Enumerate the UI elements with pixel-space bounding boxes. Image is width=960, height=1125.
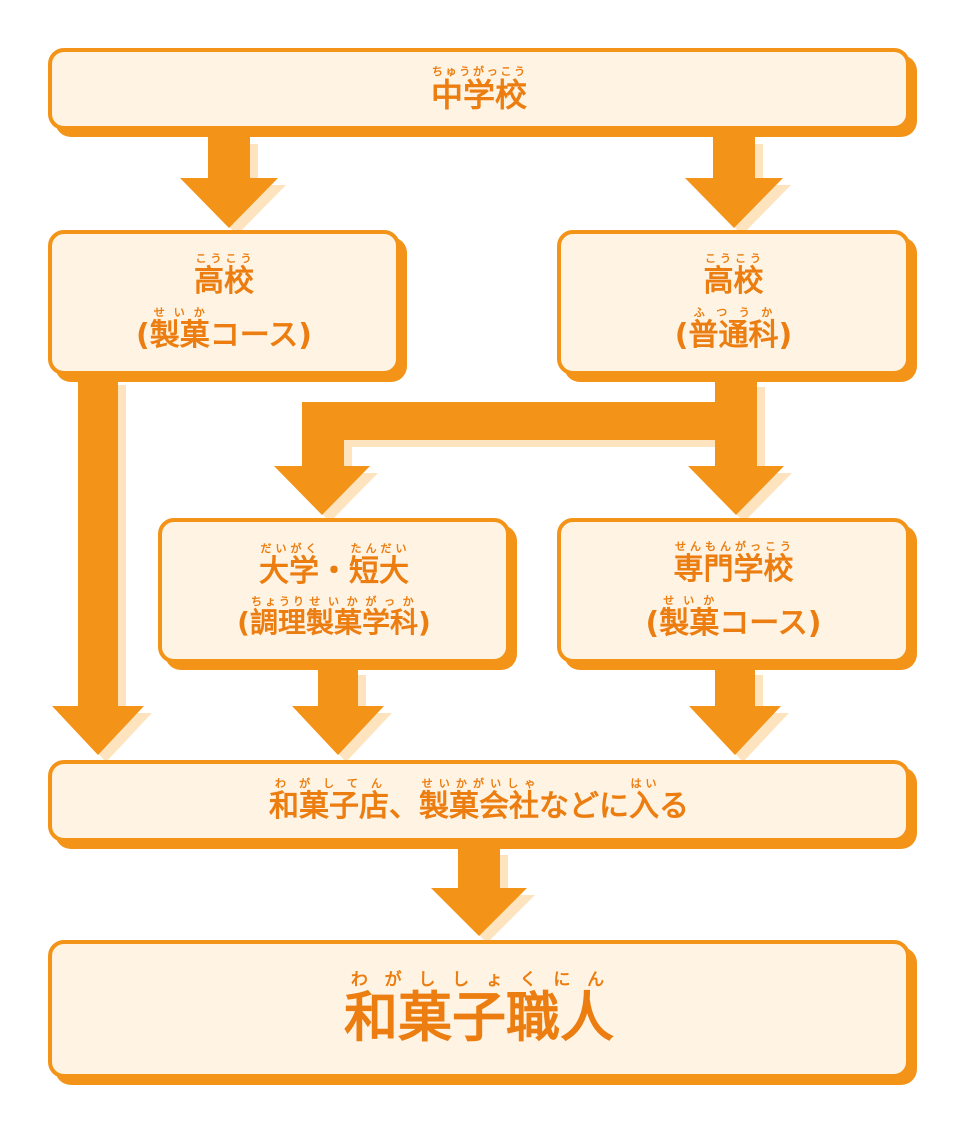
arrow-junior-high-to-hs-general (685, 137, 783, 228)
arrow-hs-confectionery-to-employment (52, 378, 144, 755)
confectionery-course-label: (製菓せいかコース) (136, 305, 312, 353)
university-box: 大学だいがく・短大たんだい (調理ちょうり製菓せいか学科がっか) (158, 518, 510, 663)
confectionery-course-label: (製菓せいかコース) (645, 593, 822, 641)
vocational-school-title: 専門学校せんもんがっこう (673, 540, 794, 587)
arrow-hs-general-to-vocational (688, 440, 784, 515)
arrow-shapes (52, 137, 784, 936)
university-title: 大学だいがく・短大たんだい (259, 541, 409, 589)
wagashi-artisan-box: 和菓子職人わがししょくにん (48, 940, 910, 1078)
high-school-general-box: 高校こうこう (普通科ふつうか) (557, 230, 910, 375)
vocational-school-box: 専門学校せんもんがっこう (製菓せいかコース) (557, 518, 910, 663)
high-school-title: 高校こうこう (703, 252, 764, 299)
employment-label: 和菓子店わがしてん、製菓会社せいかがいしゃなどに入はいる (269, 777, 689, 825)
arrow-junior-high-to-hs-confectionery (180, 137, 278, 228)
high-school-confectionery-box: 高校こうこう (製菓せいかコース) (48, 230, 400, 375)
general-course-label: (普通科ふつうか) (674, 305, 793, 353)
junior-high-school-label: 中学校ちゅうがっこう (430, 64, 527, 114)
junior-high-school-box: 中学校ちゅうがっこう (48, 48, 910, 130)
arrow-employment-to-artisan (431, 848, 527, 936)
arrow-hs-general-to-university (274, 380, 757, 515)
arrow-vocational-to-employment (689, 668, 781, 755)
employment-box: 和菓子店わがしてん、製菓会社せいかがいしゃなどに入はいる (48, 760, 910, 842)
wagashi-artisan-label: 和菓子職人わがししょくにん (344, 970, 614, 1050)
arrow-university-to-employment (292, 668, 384, 755)
university-department-label: (調理ちょうり製菓せいか学科がっか) (237, 595, 431, 640)
high-school-title: 高校こうこう (194, 252, 254, 299)
